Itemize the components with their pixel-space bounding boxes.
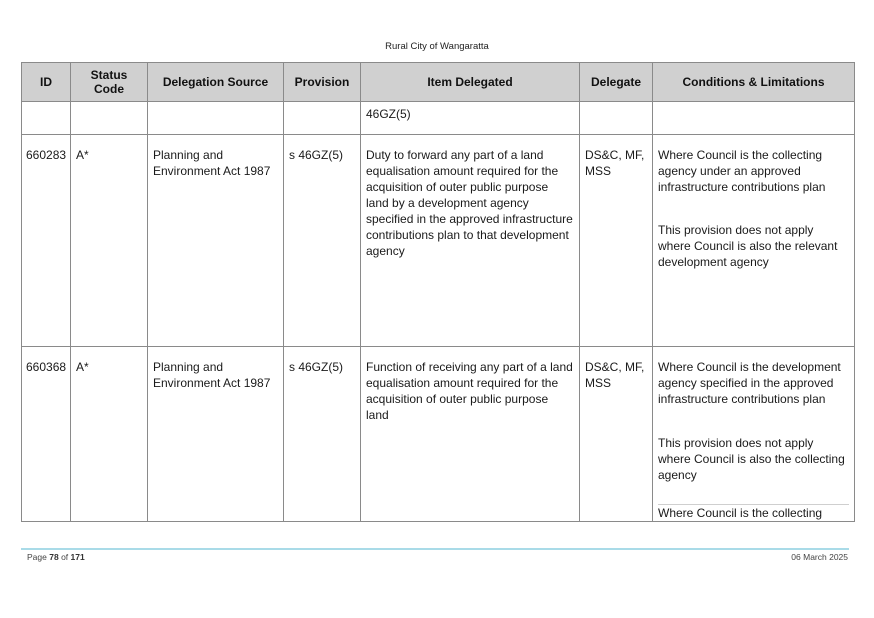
delegations-table: ID Status Code Delegation Source Provisi… <box>21 62 855 522</box>
cell-source <box>147 101 284 135</box>
condition-text: This provision does not apply where Coun… <box>658 436 845 482</box>
cell-id <box>21 101 71 135</box>
footer-divider <box>21 548 849 550</box>
table-header-row: ID Status Code Delegation Source Provisi… <box>21 62 855 102</box>
cell-status <box>70 101 148 135</box>
condition-text: Where Council is the development agency … <box>658 360 841 406</box>
condition-text: Where Council is the collecting agency u… <box>658 148 826 194</box>
column-header-id: ID <box>21 62 71 102</box>
table-row: 660283 A* Planning and Environment Act 1… <box>21 134 855 347</box>
page-number: Page 78 of 171 <box>27 552 85 562</box>
cell-conditions: Where Council is the collecting agency u… <box>652 134 855 347</box>
cell-status: A* <box>70 134 148 347</box>
cell-provision: s 46GZ(5) <box>283 346 361 522</box>
table-row-continuation: 46GZ(5) <box>21 101 855 135</box>
cell-provision <box>283 101 361 135</box>
cell-item: Function of receiving any part of a land… <box>360 346 580 522</box>
column-header-item-delegated: Item Delegated <box>360 62 580 102</box>
page-of: of <box>61 552 69 562</box>
cell-source: Planning and Environment Act 1987 <box>147 134 284 347</box>
cell-source: Planning and Environment Act 1987 <box>147 346 284 522</box>
cell-provision: s 46GZ(5) <box>283 134 361 347</box>
cell-id: 660368 <box>21 346 71 522</box>
column-header-delegation-source: Delegation Source <box>147 62 284 102</box>
column-header-provision: Provision <box>283 62 361 102</box>
cell-id: 660283 <box>21 134 71 347</box>
condition-text: Where Council is the collecting <box>658 504 849 521</box>
cell-status: A* <box>70 346 148 522</box>
page-prefix: Page <box>27 552 47 562</box>
cell-delegate: DS&C, MF, MSS <box>579 134 653 347</box>
page-total: 171 <box>70 552 85 562</box>
cell-delegate: DS&C, MF, MSS <box>579 346 653 522</box>
footer-date: 06 March 2025 <box>791 552 848 562</box>
cell-conditions: Where Council is the development agency … <box>652 346 855 522</box>
cell-item: 46GZ(5) <box>360 101 580 135</box>
column-header-conditions: Conditions & Limitations <box>652 62 855 102</box>
cell-item: Duty to forward any part of a land equal… <box>360 134 580 347</box>
page-current: 78 <box>49 552 59 562</box>
column-header-delegate: Delegate <box>579 62 653 102</box>
cell-delegate <box>579 101 653 135</box>
page-header-organisation: Rural City of Wangaratta <box>385 41 489 52</box>
condition-text: This provision does not apply where Coun… <box>658 223 838 269</box>
cell-conditions <box>652 101 855 135</box>
table-row: 660368 A* Planning and Environment Act 1… <box>21 346 855 522</box>
column-header-status-code: Status Code <box>70 62 148 102</box>
